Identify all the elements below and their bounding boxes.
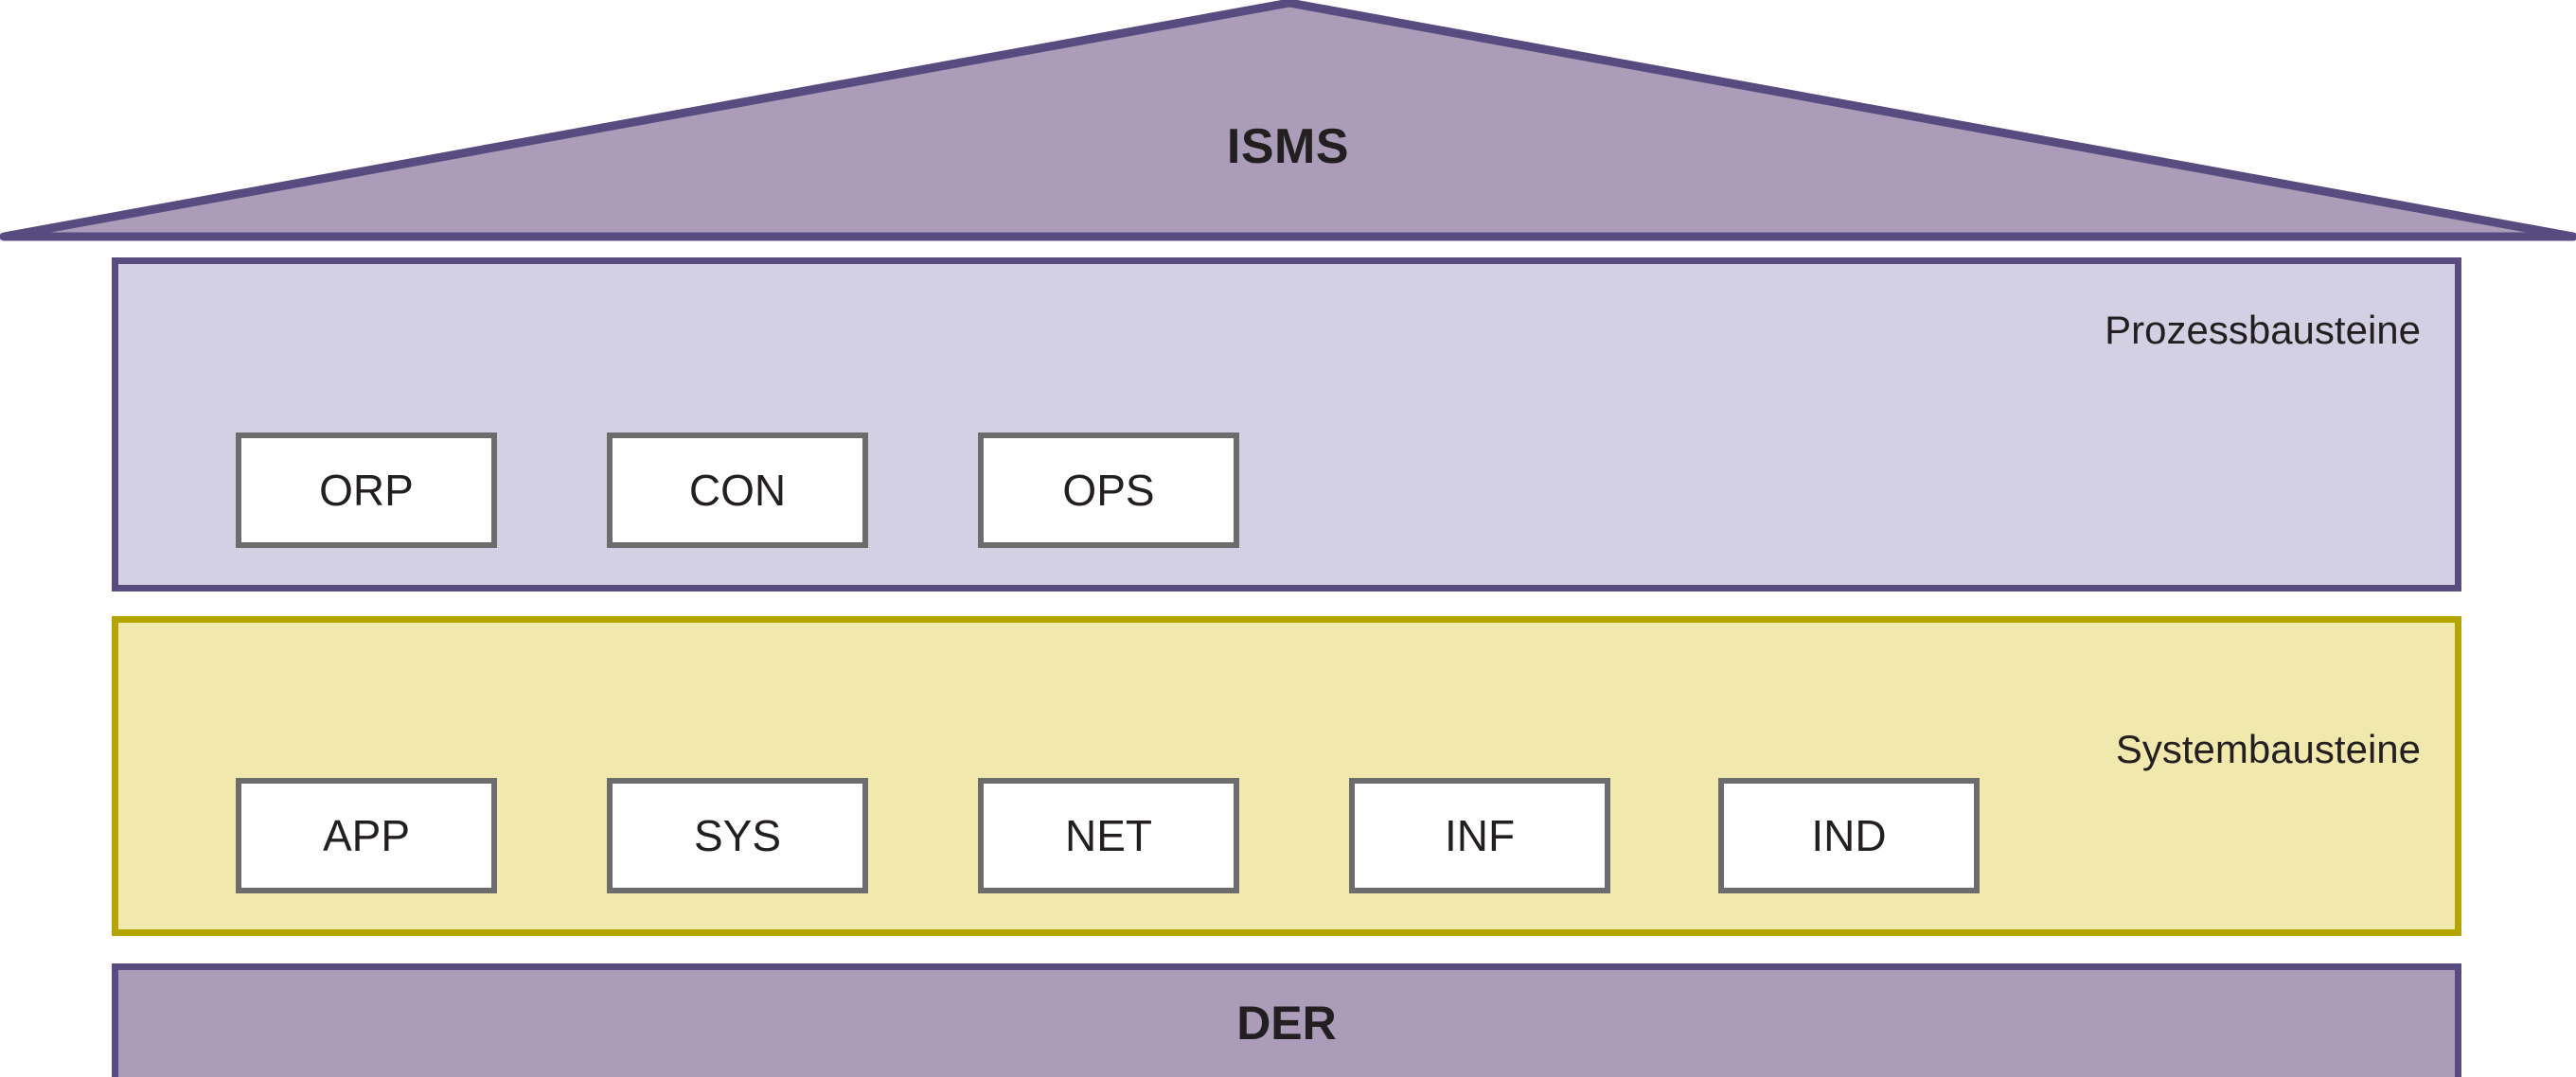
module-box-sys[interactable]: SYS xyxy=(607,778,868,893)
module-box-net[interactable]: NET xyxy=(978,778,1239,893)
layer-caption-systembausteine: Systembausteine xyxy=(2115,727,2421,771)
module-box-inf[interactable]: INF xyxy=(1349,778,1610,893)
module-box-app[interactable]: APP xyxy=(236,778,497,893)
roof-shape: ISMS xyxy=(0,0,2576,244)
layer-prozessbausteine: Prozessbausteine ORP CON OPS xyxy=(112,257,2461,591)
module-box-con[interactable]: CON xyxy=(607,433,868,548)
layer-der: DER xyxy=(112,963,2461,1077)
layer-caption-prozessbausteine: Prozessbausteine xyxy=(2105,308,2421,352)
module-box-ops[interactable]: OPS xyxy=(978,433,1239,548)
module-box-ind[interactable]: IND xyxy=(1718,778,1980,893)
roof-triangle-polygon xyxy=(0,0,2576,241)
module-box-orp[interactable]: ORP xyxy=(236,433,497,548)
layer-caption-der: DER xyxy=(1236,997,1337,1050)
layer-systembausteine: Systembausteine APP SYS NET INF IND xyxy=(112,616,2461,936)
roof-triangle-svg xyxy=(0,0,2576,241)
